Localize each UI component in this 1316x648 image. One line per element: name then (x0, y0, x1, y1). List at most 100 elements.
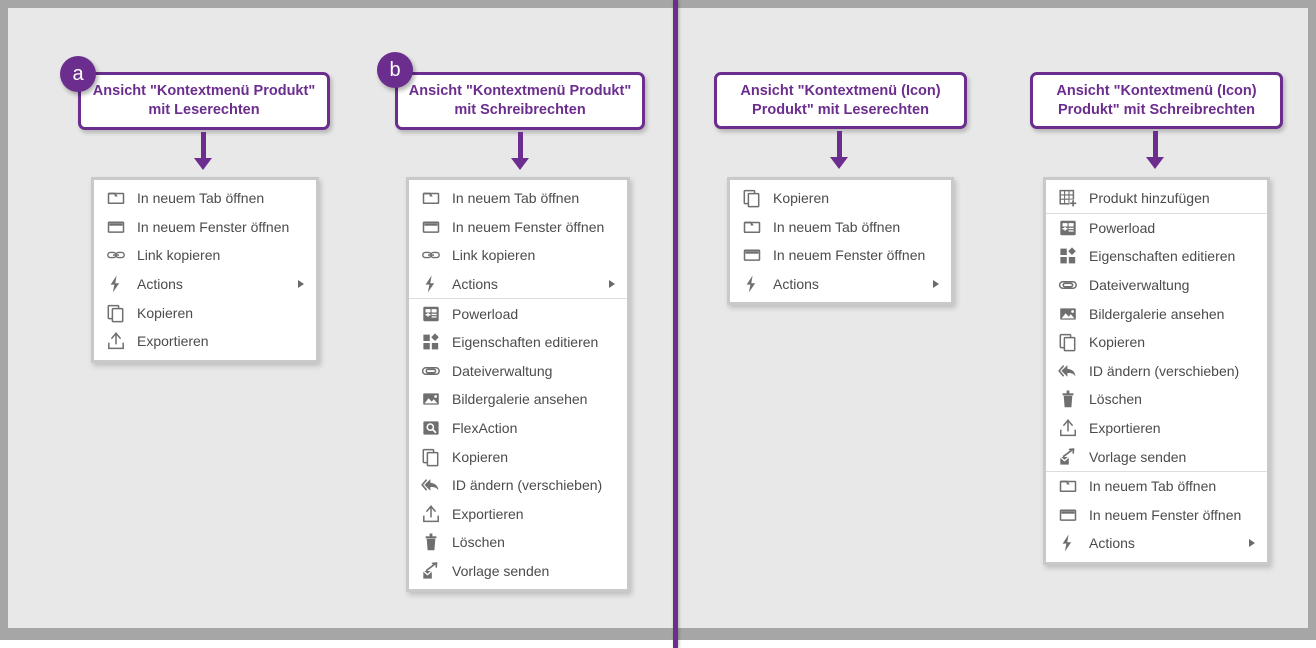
menu-item[interactable]: Vorlage senden (1046, 442, 1267, 472)
menu-item[interactable]: FlexAction (409, 414, 627, 443)
menu-item[interactable]: Dateiverwaltung (409, 357, 627, 386)
menu-item-label: Vorlage senden (452, 563, 550, 580)
new-tab-icon (1058, 476, 1078, 496)
flow-arrow-1 (194, 132, 214, 170)
menu-item[interactable]: Kopieren (409, 442, 627, 471)
menu-item[interactable]: Link kopieren (94, 241, 316, 270)
menu-item[interactable]: Löschen (409, 528, 627, 557)
menu-item[interactable]: Vorlage senden (409, 557, 627, 586)
callout-title: Ansicht "Kontextmenü Produkt" mit Schrei… (408, 83, 632, 118)
submenu-arrow-icon (298, 280, 304, 289)
step-badge-b: b (377, 52, 413, 88)
menu-item[interactable]: Actions (94, 270, 316, 299)
menu-item-label: In neuem Tab öffnen (1089, 478, 1217, 495)
image-gallery-icon (421, 389, 441, 409)
submenu-arrow-icon (1249, 539, 1255, 548)
menu-item[interactable]: ID ändern (verschieben) (409, 471, 627, 500)
image-gallery-icon (1058, 304, 1078, 324)
menu-item-label: Bildergalerie ansehen (452, 391, 588, 408)
powerload-icon (1058, 218, 1078, 238)
menu-item-label: In neuem Fenster öffnen (1089, 506, 1242, 523)
submenu-arrow-icon (933, 280, 939, 289)
callout-box-1: Ansicht "Kontextmenü Produkt" mit Lesere… (78, 72, 330, 130)
menu-item[interactable]: In neuem Fenster öffnen (1046, 501, 1267, 530)
menu-item[interactable]: Powerload (409, 299, 627, 328)
menu-item-label: Actions (773, 276, 819, 293)
menu-item[interactable]: In neuem Tab öffnen (730, 213, 951, 242)
menu-item[interactable]: Link kopieren (409, 241, 627, 270)
send-template-icon (1058, 447, 1078, 467)
menu-item[interactable]: Eigenschaften editieren (409, 328, 627, 357)
context-menu-icon-produkt-read[interactable]: Kopieren In neuem Tab öffnen In neuem Fens… (727, 177, 954, 306)
menu-item[interactable]: Bildergalerie ansehen (1046, 299, 1267, 328)
context-menu-produkt-write[interactable]: In neuem Tab öffnen In neuem Fenster öffn… (406, 177, 630, 593)
menu-item-label: In neuem Tab öffnen (452, 190, 580, 207)
callout-title: Ansicht "Kontextmenü Produkt" mit Lesere… (92, 83, 316, 118)
new-window-icon (1058, 505, 1078, 525)
new-tab-icon (421, 188, 441, 208)
menu-item-label: Kopieren (137, 304, 194, 321)
menu-item[interactable]: Actions (1046, 529, 1267, 558)
menu-item[interactable]: Kopieren (730, 184, 951, 213)
menu-item-label: FlexAction (452, 420, 518, 437)
menu-item[interactable]: In neuem Fenster öffnen (409, 213, 627, 242)
copy-icon (1058, 332, 1078, 352)
paperclip-icon (421, 361, 441, 381)
step-badge-label: b (389, 58, 401, 81)
menu-item-label: ID ändern (verschieben) (1089, 362, 1240, 379)
menu-item[interactable]: Kopieren (94, 298, 316, 327)
menu-item-label: Link kopieren (137, 247, 221, 264)
menu-item-label: Exportieren (452, 505, 524, 522)
callout-title: Ansicht "Kontextmenü (Icon) Produkt" mit… (1056, 82, 1257, 118)
vertical-divider (673, 0, 678, 648)
menu-item[interactable]: Eigenschaften editieren (1046, 242, 1267, 271)
menu-item-label: Vorlage senden (1089, 448, 1187, 465)
menu-item[interactable]: Exportieren (409, 500, 627, 529)
flow-arrow-3 (830, 131, 850, 169)
menu-item[interactable]: In neuem Tab öffnen (94, 184, 316, 213)
menu-item[interactable]: In neuem Fenster öffnen (94, 213, 316, 242)
menu-item-label: Actions (452, 276, 498, 293)
lightning-icon (742, 274, 762, 294)
callout-box-3: Ansicht "Kontextmenü (Icon) Produkt" mit… (714, 72, 967, 129)
lightning-icon (421, 274, 441, 294)
menu-item-label: Bildergalerie ansehen (1089, 305, 1225, 322)
menu-item[interactable]: Bildergalerie ansehen (409, 385, 627, 414)
menu-item-label: Löschen (1089, 391, 1142, 408)
menu-item[interactable]: Powerload (1046, 214, 1267, 243)
menu-item[interactable]: Actions (730, 270, 951, 299)
menu-item[interactable]: Actions (409, 270, 627, 300)
menu-item-label: In neuem Tab öffnen (773, 218, 901, 235)
menu-item[interactable]: Exportieren (1046, 414, 1267, 443)
menu-item-label: Kopieren (452, 448, 509, 465)
menu-item[interactable]: In neuem Fenster öffnen (730, 241, 951, 270)
callout-box-4: Ansicht "Kontextmenü (Icon) Produkt" mit… (1030, 72, 1283, 129)
menu-item-label: Powerload (452, 305, 519, 322)
step-badge-label: a (72, 62, 84, 85)
copy-icon (742, 188, 762, 208)
move-id-icon (421, 475, 441, 495)
trash-icon (1058, 389, 1078, 409)
menu-item[interactable]: Produkt hinzufügen (1046, 184, 1267, 214)
menu-item-label: Kopieren (1089, 334, 1146, 351)
lightning-icon (1058, 533, 1078, 553)
flexaction-icon (421, 418, 441, 438)
menu-item[interactable]: In neuem Tab öffnen (1046, 472, 1267, 501)
paperclip-icon (1058, 275, 1078, 295)
menu-item-label: Produkt hinzufügen (1089, 190, 1210, 207)
export-icon (1058, 418, 1078, 438)
send-template-icon (421, 561, 441, 581)
properties-icon (1058, 246, 1078, 266)
new-tab-icon (742, 217, 762, 237)
menu-item[interactable]: Kopieren (1046, 328, 1267, 357)
menu-item[interactable]: Löschen (1046, 385, 1267, 414)
copy-icon (106, 303, 126, 323)
menu-item[interactable]: ID ändern (verschieben) (1046, 357, 1267, 386)
menu-item[interactable]: Dateiverwaltung (1046, 271, 1267, 300)
menu-item-label: Actions (1089, 535, 1135, 552)
menu-item[interactable]: Exportieren (94, 327, 316, 356)
menu-item[interactable]: In neuem Tab öffnen (409, 184, 627, 213)
